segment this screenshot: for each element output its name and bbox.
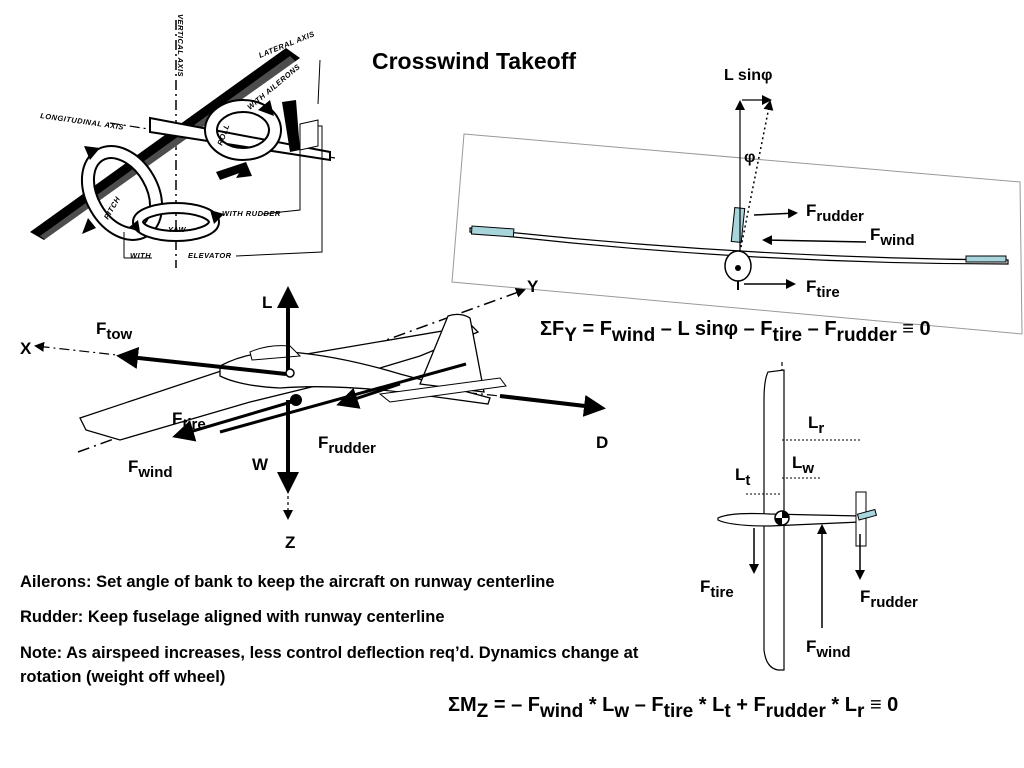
sum-fy-equation: ΣFY = Fwind – L sinφ – Ftire – Frudder ≡… [540, 318, 931, 346]
f-tire-3d-label: Ftire [172, 409, 206, 433]
axis-y-label: Y [527, 277, 539, 296]
tire-arrow [172, 398, 299, 442]
left-wingtip [470, 225, 515, 238]
elevator-label: ELEVATOR [188, 251, 232, 260]
front-rudder-arrow [753, 208, 798, 219]
vertical-axis-label: VERTICAL AXIS [176, 14, 185, 77]
with-label: WITH [130, 251, 151, 260]
right-wingtip [965, 255, 1007, 263]
front-wind-arrow [762, 235, 867, 246]
axis-z-label: Z [285, 533, 296, 552]
l-r-label: Lr [808, 413, 825, 437]
weight-label: W [252, 455, 269, 474]
tow-arrow [116, 347, 287, 376]
front-f-rudder-label: Frudder [806, 201, 864, 225]
l-sin-phi-label: L sinφ [724, 67, 773, 84]
note-ailerons: Ailerons: Set angle of bank to keep the … [20, 573, 555, 591]
phi-label: φ [744, 149, 756, 166]
l-w-label: Lw [792, 453, 815, 477]
yaw-label: YAW [168, 225, 186, 234]
front-f-tire-label: Ftire [806, 277, 840, 301]
force-diagram-3d [34, 286, 606, 520]
f-wind-3d-label: Fwind [128, 457, 173, 481]
f-tow-label: Ftow [96, 319, 133, 343]
longitudinal-axis-label: LONGITUDINAL AXIS [40, 111, 125, 132]
axis-x-label: X [20, 339, 32, 358]
top-view [717, 362, 878, 671]
top-f-tire-label: Ftire [700, 577, 734, 601]
top-f-rudder-label: Frudder [860, 587, 918, 611]
drag-arrow [499, 394, 606, 417]
sum-mz-equation: ΣMZ = – Fwind * Lw – Ftire * Lt + Frudde… [448, 694, 899, 722]
with-rudder-label: WITH RUDDER [222, 209, 281, 218]
front-view [451, 95, 1023, 335]
drag-label: D [596, 433, 609, 452]
pitch-label: PITCH [102, 195, 122, 221]
note-airspeed: Note: As airspeed increases, less contro… [20, 644, 639, 686]
page-title: Crosswind Takeoff [372, 48, 577, 74]
top-f-wind-label: Fwind [806, 637, 851, 661]
front-f-wind-label: Fwind [870, 225, 915, 249]
aircraft-axes-sketch: VERTICAL AXIS LATERAL AXIS LONGITUDINAL … [30, 14, 336, 268]
l-t-label: Lt [735, 465, 751, 489]
lift-label: L [262, 293, 273, 312]
note-rudder: Rudder: Keep fuselage aligned with runwa… [20, 608, 445, 626]
f-rudder-3d-label: Frudder [318, 433, 376, 457]
